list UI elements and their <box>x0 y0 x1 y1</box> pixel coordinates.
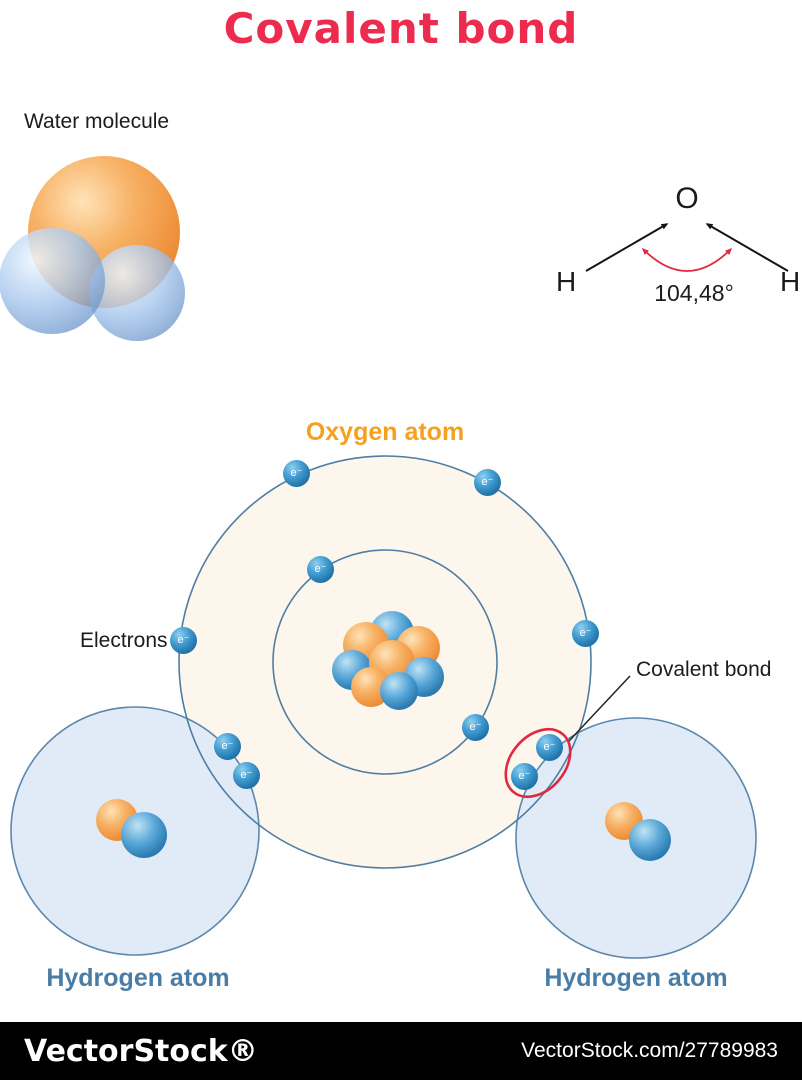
hydrogen-atom-left-label: Hydrogen atom <box>46 964 230 992</box>
hydrogen-right-nucleus-particle <box>629 819 671 861</box>
bond-angle-value: 104,48° <box>654 280 734 306</box>
watermark-bar: VectorStock® VectorStock.com/27789983 <box>0 1022 802 1080</box>
water-molecule-label: Water molecule <box>24 110 170 133</box>
electron-symbol: e⁻ <box>579 627 592 639</box>
electron-symbol: e⁻ <box>469 721 482 733</box>
electron: e⁻ <box>307 556 334 583</box>
electron-symbol: e⁻ <box>314 563 327 575</box>
bond-line-left <box>585 223 669 272</box>
covalent-bond-label: Covalent bond <box>636 658 772 681</box>
electron-symbol: e⁻ <box>518 770 531 782</box>
bond-angle-arc <box>641 247 733 272</box>
electron-symbol: e⁻ <box>221 740 234 752</box>
shared-electron-right-pair: e⁻ <box>511 763 538 790</box>
page-title: Covalent bond <box>223 4 579 53</box>
water-hydrogen-sphere-left <box>0 228 105 334</box>
electron: e⁻ <box>462 714 489 741</box>
hydrogen-atom-right-label: Hydrogen atom <box>544 964 728 992</box>
electron-symbol: e⁻ <box>481 476 494 488</box>
electron: e⁻ <box>283 460 310 487</box>
electron: e⁻ <box>474 469 501 496</box>
electron-symbol: e⁻ <box>543 741 556 753</box>
oxygen-nucleus-particle <box>380 672 418 710</box>
formula-hydrogen-left-symbol: H <box>556 266 577 297</box>
electron: e⁻ <box>572 620 599 647</box>
shared-electron-right-pair: e⁻ <box>536 734 563 761</box>
oxygen-inner-shell <box>272 549 498 775</box>
formula-oxygen-symbol: O <box>675 182 699 215</box>
electron: e⁻ <box>170 627 197 654</box>
electron-symbol: e⁻ <box>290 467 303 479</box>
electron-symbol: e⁻ <box>240 769 253 781</box>
formula-hydrogen-right-symbol: H <box>780 266 801 297</box>
oxygen-outer-shell-stroke <box>178 455 592 869</box>
electrons-label: Electrons <box>80 629 168 652</box>
oxygen-atom-label: Oxygen atom <box>305 418 465 446</box>
shared-electron-left-pair: e⁻ <box>214 733 241 760</box>
vectorstock-credit: VectorStock.com/27789983 <box>521 1039 778 1062</box>
water-hydrogen-sphere-right <box>89 245 185 341</box>
electron-symbol: e⁻ <box>177 634 190 646</box>
covalent-bond-pointer-line <box>568 675 631 742</box>
vectorstock-logo: VectorStock® <box>24 1033 258 1069</box>
shared-electron-left-pair: e⁻ <box>233 762 260 789</box>
covalent-bond-highlight-ellipse <box>504 727 572 799</box>
hydrogen-left-nucleus-particle <box>121 812 167 858</box>
bond-line-right <box>705 223 789 272</box>
